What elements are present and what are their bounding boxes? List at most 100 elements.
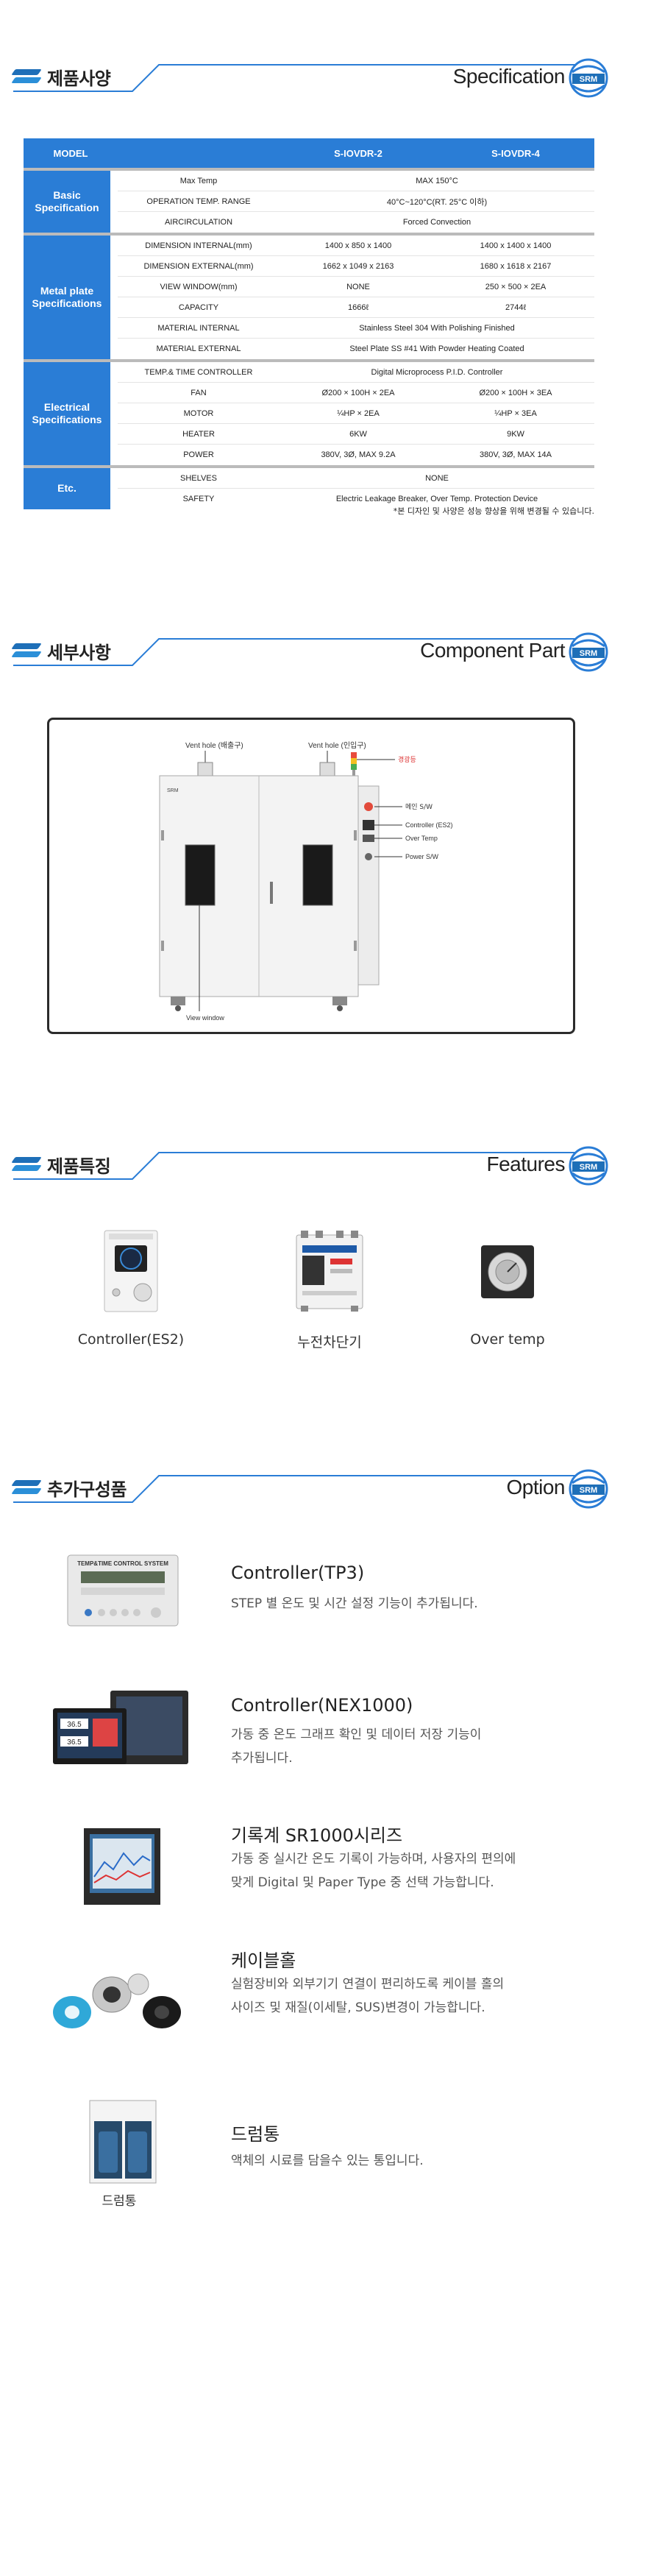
spec-group-label: Etc. xyxy=(24,468,110,509)
tp3-panel-text: TEMP&TIME CONTROL SYSTEM xyxy=(77,1560,168,1567)
view-window-label: View window xyxy=(186,1014,224,1022)
spec-group-label: Electrical Specifications xyxy=(24,362,110,465)
spec-row-value: Steel Plate SS #41 With Powder Heating C… xyxy=(349,344,524,353)
spec-row-value-model-1: Ø200 × 100H × 2EA xyxy=(321,388,395,397)
spec-row-label: CAPACITY xyxy=(178,302,219,312)
spec-row-label: DIMENSION EXTERNAL(mm) xyxy=(143,261,254,271)
option-desc-line: 추가됩니다. xyxy=(231,1751,293,1766)
spec-row-value-model-1: 6KW xyxy=(349,429,367,439)
header-underline xyxy=(13,1152,580,1180)
spec-group-label: Basic Specification xyxy=(24,171,110,233)
controller-es2-icon xyxy=(104,1230,158,1312)
spec-row-value: Stainless Steel 304 With Polishing Finis… xyxy=(359,323,515,333)
option-desc: 실험장비와 외부기기 연결이 편리하도록 케이블 홀의 사이즈 및 재질(이세탈… xyxy=(231,1972,584,2020)
section-title-en: Option xyxy=(506,1476,566,1498)
spec-row-label: FAN xyxy=(191,388,207,397)
stripe-icon xyxy=(11,1480,42,1495)
spec-row-value-model-1: 1662 x 1049 x 2163 xyxy=(322,261,394,271)
spec-row-value-model-1: 1400 x 850 x 1400 xyxy=(324,241,392,250)
spec-row-label: TEMP.& TIME CONTROLLER xyxy=(144,367,253,377)
spec-row: DIMENSION EXTERNAL(mm) 1662 x 1049 x 2163… xyxy=(118,256,594,277)
leakage-breaker-icon xyxy=(296,1231,363,1312)
spec-row-value-model-2: 2744ℓ xyxy=(505,302,527,312)
spec-row-value-model-2: 1680 x 1618 x 2167 xyxy=(480,261,552,271)
control-panel xyxy=(357,785,380,986)
spec-row-label: HEATER xyxy=(182,429,215,439)
power-switch-icon xyxy=(365,853,372,860)
option-desc-line: 가동 중 온도 그래프 확인 및 데이터 저장 기능이 xyxy=(231,1727,482,1742)
option-desc-line: 사이즈 및 재질(이세탈, SUS)변경이 가능합니다. xyxy=(231,2000,485,2016)
option-desc-line: 가동 중 실시간 온도 기록이 가능하며, 사용자의 편의에 xyxy=(231,1852,516,1866)
stripe-icon xyxy=(11,1157,42,1172)
header-underline xyxy=(13,64,580,92)
spec-note: *본 디자인 및 사양은 성능 향상을 위해 변경될 수 있습니다. xyxy=(393,506,594,516)
tower-light-yellow xyxy=(351,758,357,764)
spec-row-value: NONE xyxy=(425,473,449,483)
section-title-en: Specification xyxy=(452,65,566,88)
alarm-label: 경광등 xyxy=(398,755,416,764)
option-desc-line: 실험장비와 외부기기 연결이 편리하도록 케이블 홀의 xyxy=(231,1977,505,1992)
spec-row-label: SAFETY xyxy=(182,495,215,503)
header-underline xyxy=(13,1475,580,1503)
option-drum: 드럼통 드럼통 액체의 시료를 담을수 있는 통입니다. xyxy=(46,2098,605,2215)
label-main-switch: 메인 S/W xyxy=(405,803,433,811)
tower-light-red xyxy=(351,752,357,758)
spec-row-value-model-2: 380V, 3Ø, MAX 14A xyxy=(479,450,552,459)
spec-row-label: DIMENSION INTERNAL(mm) xyxy=(145,241,252,250)
spec-row-value-model-2: 9KW xyxy=(507,429,524,439)
label-over-temp: Over Temp xyxy=(405,835,438,842)
feature-caption: Over temp xyxy=(470,1331,545,1348)
drum-cabinet-icon xyxy=(89,2100,157,2184)
vent-hole-left xyxy=(197,762,213,776)
spec-row-value: 40°C~120°C(RT. 25°C 이하) xyxy=(386,197,488,207)
view-window-right xyxy=(302,844,333,906)
spec-row-label: MOTOR xyxy=(183,408,214,418)
feature-over-temp: Over temp xyxy=(427,1229,588,1348)
spec-row-value: Forced Convection xyxy=(402,218,471,227)
section-title-ko: 제품특징 xyxy=(47,1156,111,1177)
logo-text: SRM xyxy=(580,75,597,84)
spec-row: HEATER 6KW 9KW xyxy=(118,424,594,445)
option-title: 케이블홀 xyxy=(231,1950,296,1971)
section-title-ko: 추가구성품 xyxy=(47,1479,127,1500)
option-title: Controller(NEX1000) xyxy=(231,1695,413,1716)
vent-inlet-label: Vent hole (인입구) xyxy=(308,740,366,750)
spec-row: AIRCIRCULATION Forced Convection xyxy=(118,212,594,233)
nex-screen-b: 36.5 xyxy=(67,1738,82,1747)
srm-logo-icon: SRM xyxy=(569,1469,608,1509)
spec-row: CAPACITY 1666ℓ 2744ℓ xyxy=(118,297,594,318)
tower-light-green xyxy=(351,764,357,770)
srm-logo-icon: SRM xyxy=(569,1146,608,1186)
section-header-spec: 제품사양 Specification SRM xyxy=(11,57,609,98)
over-temp-icon xyxy=(363,835,374,842)
spec-row-label: AIRCIRCULATION xyxy=(164,218,233,227)
brand-plate: SRM xyxy=(167,788,179,793)
svg-text:SRM: SRM xyxy=(580,1163,597,1172)
label-power-switch: Power S/W xyxy=(405,853,439,860)
main-switch-icon xyxy=(364,802,373,811)
spec-table: MODEL S-IOVDR-2 S-IOVDR-4 Basic Specific… xyxy=(24,138,594,509)
label-controller: Controller (ES2) xyxy=(405,821,453,829)
spec-row-label: VIEW WINDOW(mm) xyxy=(160,282,238,291)
spec-row-value-model-1: ¼HP × 2EA xyxy=(337,408,380,418)
header-underline xyxy=(13,638,580,666)
option-desc-line: 액체의 시료를 담을수 있는 통입니다. xyxy=(231,2154,424,2168)
drum-image-caption: 드럼통 xyxy=(102,2194,137,2209)
feature-caption: 누전차단기 xyxy=(297,1334,362,1351)
spec-row-value-model-1: 1666ℓ xyxy=(347,302,369,312)
oven-diagram: Vent hole (배출구) Vent hole (인입구) 경광등 SRM xyxy=(159,740,453,1022)
option-desc: STEP 별 온도 및 시간 설정 기능이 추가됩니다. xyxy=(231,1592,584,1616)
section-title-ko: 세부사항 xyxy=(47,642,111,663)
stripe-icon xyxy=(11,69,42,84)
spec-group: Electrical Specifications TEMP.& TIME CON… xyxy=(24,359,594,465)
option-cable-hole: 케이블홀 실험장비와 외부기기 연결이 편리하도록 케이블 홀의 사이즈 및 재… xyxy=(46,1950,605,2053)
